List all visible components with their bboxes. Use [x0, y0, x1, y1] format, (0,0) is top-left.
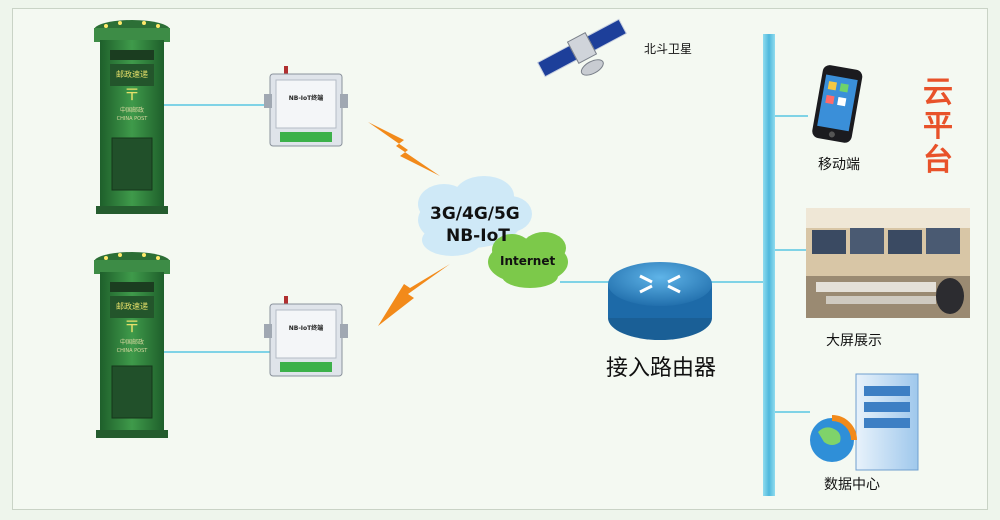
postbox-icon: 邮政速递 〒 中国邮政 CHINA POST [94, 20, 170, 214]
postbox-label: 邮政速递 [116, 69, 148, 79]
iot-terminal-icon: NB-IoT终端 [264, 296, 348, 377]
server-icon [810, 373, 919, 471]
terminal-label: NB-IoT终端 [289, 94, 324, 102]
postbox-sub: 中国邮政 [120, 338, 144, 346]
router-icon [608, 262, 712, 340]
lightning-icon [378, 264, 450, 326]
network-label-line2: NB-IoT [446, 226, 510, 246]
postbox-en: CHINA POST [117, 348, 149, 354]
postbox-en: CHINA POST [117, 116, 149, 122]
network-label-line1: 3G/4G/5G [430, 204, 520, 224]
big-screen-label: 大屏展示 [826, 333, 882, 349]
iot-terminal-icon: NB-IoT终端 [264, 66, 348, 147]
satellite-label: 北斗卫星 [644, 42, 693, 56]
internet-label: Internet [500, 254, 556, 268]
svg-text:〒: 〒 [124, 85, 140, 104]
cloud-bus [763, 34, 775, 496]
data-center-label: 数据中心 [824, 477, 880, 493]
svg-text:〒: 〒 [124, 317, 140, 336]
postbox-label: 邮政速递 [116, 301, 148, 311]
satellite-icon [536, 18, 628, 78]
mobile-label: 移动端 [818, 157, 860, 173]
cloud-icon [418, 176, 532, 256]
lightning-icon [368, 122, 440, 176]
postbox-sub: 中国邮政 [120, 106, 144, 114]
internet-cloud-icon [488, 232, 568, 288]
mobile-phone-icon [812, 65, 863, 143]
postbox-icon: 邮政速递 〒 中国邮政 CHINA POST [94, 252, 170, 438]
router-label: 接入路由器 [606, 356, 717, 381]
cloud-platform-label: 云平台 [923, 75, 953, 178]
control-room-icon [806, 208, 970, 318]
terminal-label: NB-IoT终端 [289, 324, 324, 332]
